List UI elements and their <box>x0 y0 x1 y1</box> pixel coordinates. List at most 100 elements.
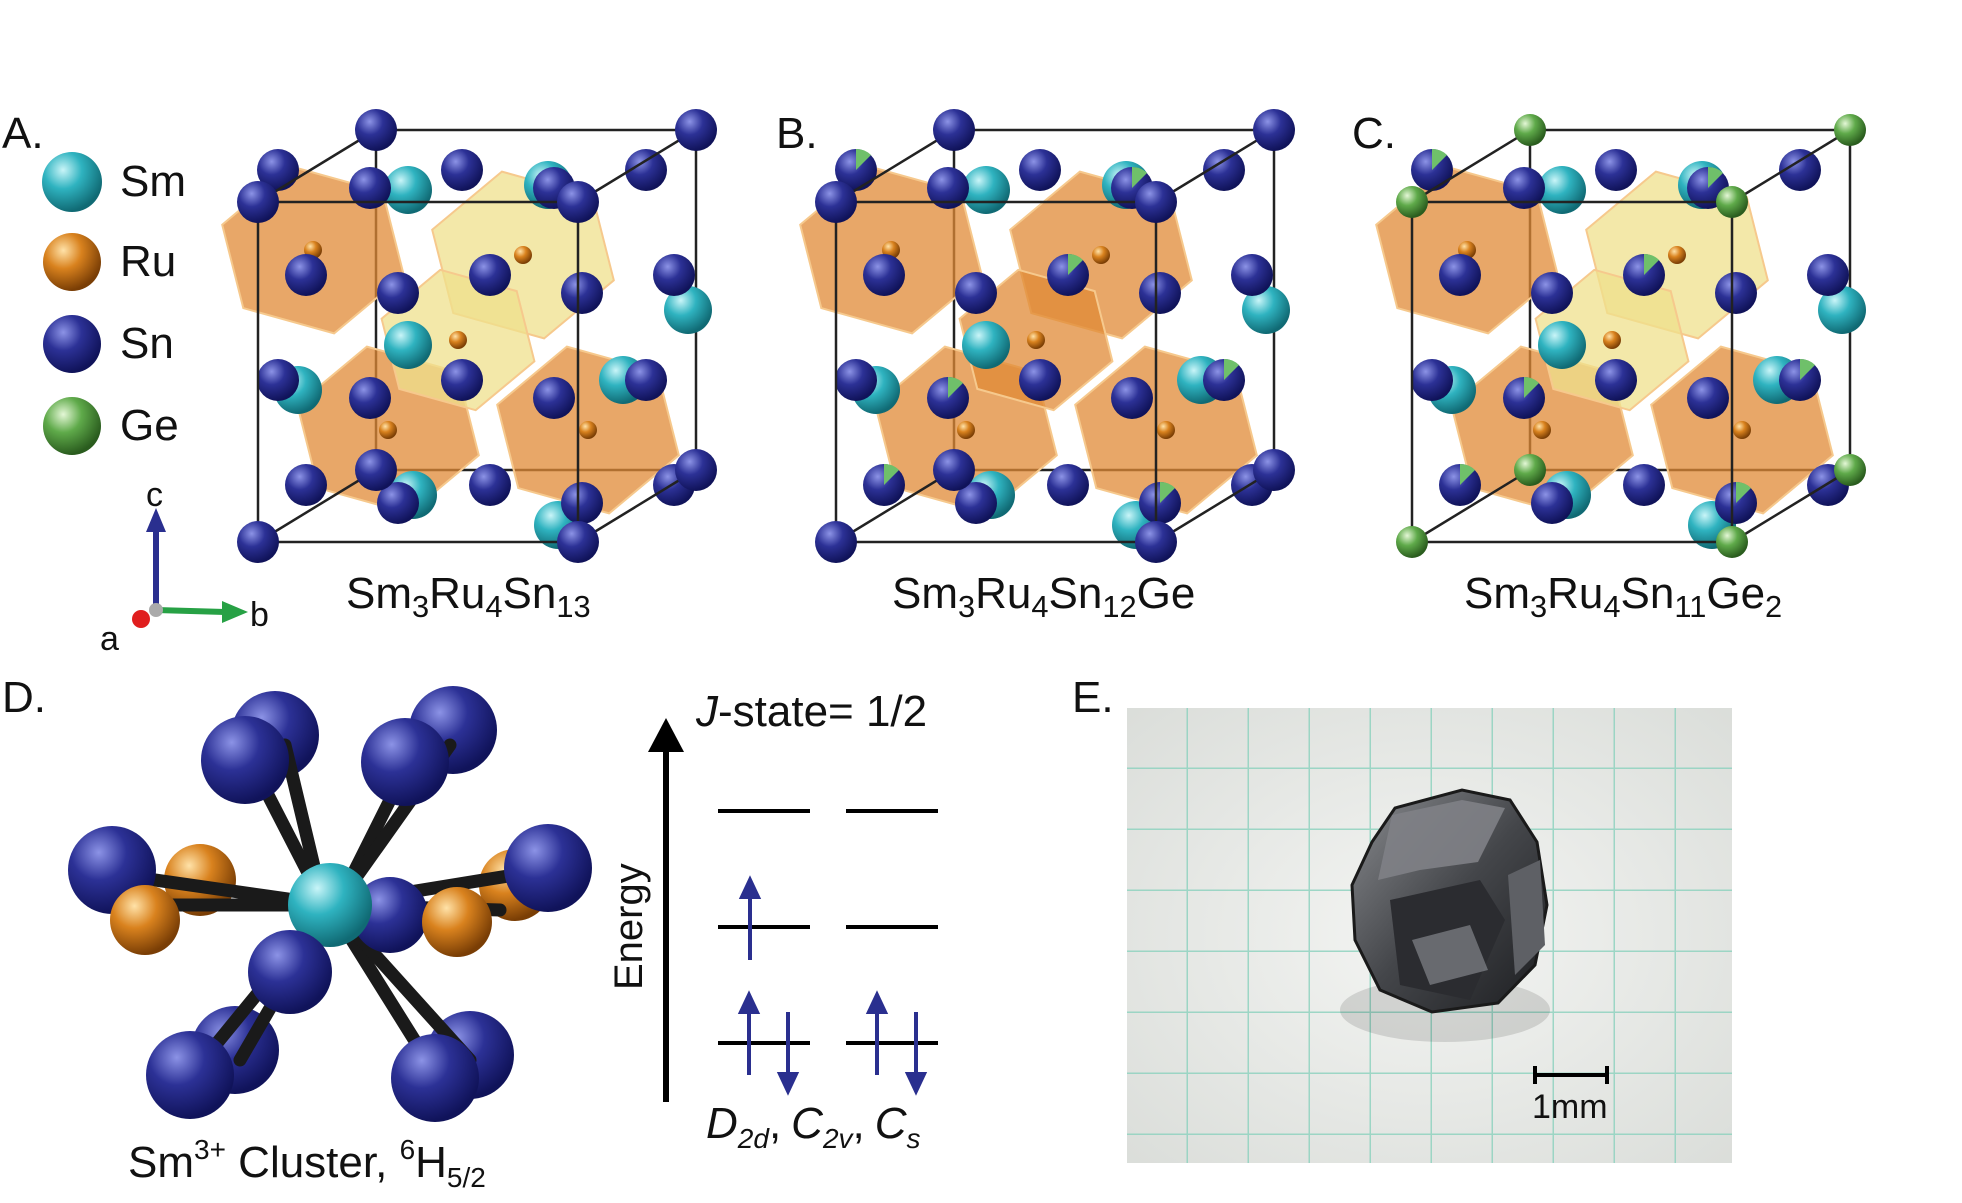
ge-fraction-wedge <box>1708 166 1723 188</box>
sn-atom <box>377 272 419 314</box>
formula-b: Sm3Ru4Sn12Ge <box>892 569 1195 624</box>
ru-atom <box>1733 421 1751 439</box>
sn-atom <box>955 482 997 524</box>
sn-atom <box>349 167 391 209</box>
ge-fraction-wedge <box>1432 148 1447 170</box>
axis-b-arrow <box>155 607 226 615</box>
sn-atom <box>285 464 327 506</box>
formula-c: Sm3Ru4Sn11Ge2 <box>1464 569 1782 624</box>
sn-atom <box>285 254 327 296</box>
panel-b-label: B. <box>776 109 818 158</box>
sm-atom <box>384 166 432 214</box>
spin-up-head <box>865 990 889 1014</box>
scale-bar-label: 1mm <box>1532 1088 1608 1126</box>
panel-e-label: E. <box>1072 673 1114 722</box>
sn-atom <box>927 167 969 209</box>
sn-atom <box>625 149 667 191</box>
cell-edge <box>1411 468 1531 544</box>
sm-atom <box>1538 166 1586 214</box>
spin-down-head <box>776 1072 800 1096</box>
axis-b-label: b <box>250 596 269 634</box>
corner-atom <box>1135 521 1177 563</box>
corner-atom <box>815 521 857 563</box>
cell-edge <box>257 128 377 204</box>
ge-fraction-wedge <box>1068 253 1083 275</box>
corner-atom <box>1514 454 1546 486</box>
ru-atom <box>579 421 597 439</box>
formula-a: Sm3Ru4Sn13 <box>346 569 591 624</box>
crystal-facet <box>1508 860 1545 975</box>
cluster-sn-atom <box>361 718 449 806</box>
ru-atom <box>514 246 532 264</box>
ru-atom <box>1027 331 1045 349</box>
cluster-ru-atom <box>422 887 492 957</box>
cluster-sm-center <box>288 863 372 947</box>
ge-fraction-wedge <box>1800 358 1815 380</box>
ge-fraction-wedge <box>1524 376 1539 398</box>
ru-atom <box>1092 246 1110 264</box>
legend-swatch-sm <box>42 152 102 212</box>
corner-atom <box>237 521 279 563</box>
cell-edge <box>577 468 697 544</box>
cluster-sn-atom <box>504 824 592 912</box>
crystal-facet <box>1378 800 1505 880</box>
sm-atom <box>962 166 1010 214</box>
sn-atom <box>1779 149 1821 191</box>
ge-fraction-wedge <box>1132 166 1147 188</box>
spin-up-head <box>738 875 762 899</box>
crystal-photo: 1mm <box>1127 708 1732 1163</box>
corner-atom <box>1716 526 1748 558</box>
sn-atom <box>441 149 483 191</box>
ge-fraction-wedge <box>856 148 871 170</box>
sn-atom <box>533 377 575 419</box>
axis-a-label: a <box>100 620 119 658</box>
corner-atom <box>355 449 397 491</box>
sn-atom <box>441 359 483 401</box>
ge-fraction-wedge <box>1224 358 1239 380</box>
sn-atom <box>1019 359 1061 401</box>
unit-cell-c <box>1375 114 1866 558</box>
sn-atom <box>1531 482 1573 524</box>
corner-atom <box>557 181 599 223</box>
ge-fraction-wedge <box>1644 253 1659 275</box>
cluster-sn-atom <box>146 1031 234 1119</box>
sn-atom <box>1623 464 1665 506</box>
sn-atom <box>955 272 997 314</box>
cell-edge <box>1731 128 1851 204</box>
spin-up-head <box>737 990 761 1014</box>
sn-atom <box>625 359 667 401</box>
energy-axis-label: Energy <box>607 863 651 990</box>
cell-edge <box>835 468 955 544</box>
ge-fraction-wedge <box>884 463 899 485</box>
sn-atom <box>1687 377 1729 419</box>
corner-atom <box>1253 449 1295 491</box>
axis-origin <box>149 603 163 617</box>
energy-axis-head <box>648 718 684 752</box>
corner-atom <box>933 109 975 151</box>
sm-atom <box>664 286 712 334</box>
legend-swatch-ge <box>43 397 101 455</box>
sn-atom <box>561 272 603 314</box>
sn-atom <box>1203 149 1245 191</box>
legend-label-ge: Ge <box>120 401 179 450</box>
legend-label-ru: Ru <box>120 237 176 286</box>
panel-c-label: C. <box>1352 109 1396 158</box>
sn-atom <box>1807 254 1849 296</box>
sn-atom <box>1595 149 1637 191</box>
cluster-sn-atom <box>201 716 289 804</box>
sn-atom <box>469 254 511 296</box>
legend-swatch-sn <box>43 315 101 373</box>
crystal-axes: c b a <box>100 476 269 658</box>
corner-atom <box>1396 186 1428 218</box>
cluster-sn-atom <box>248 930 332 1014</box>
cell-edge <box>1155 468 1275 544</box>
sn-atom <box>1439 254 1481 296</box>
sn-atom <box>1531 272 1573 314</box>
cluster-sn-atom <box>391 1034 479 1122</box>
sn-atom <box>377 482 419 524</box>
sm-atom <box>1818 286 1866 334</box>
sn-atom <box>1595 359 1637 401</box>
corner-atom <box>1716 186 1748 218</box>
corner-atom <box>355 109 397 151</box>
